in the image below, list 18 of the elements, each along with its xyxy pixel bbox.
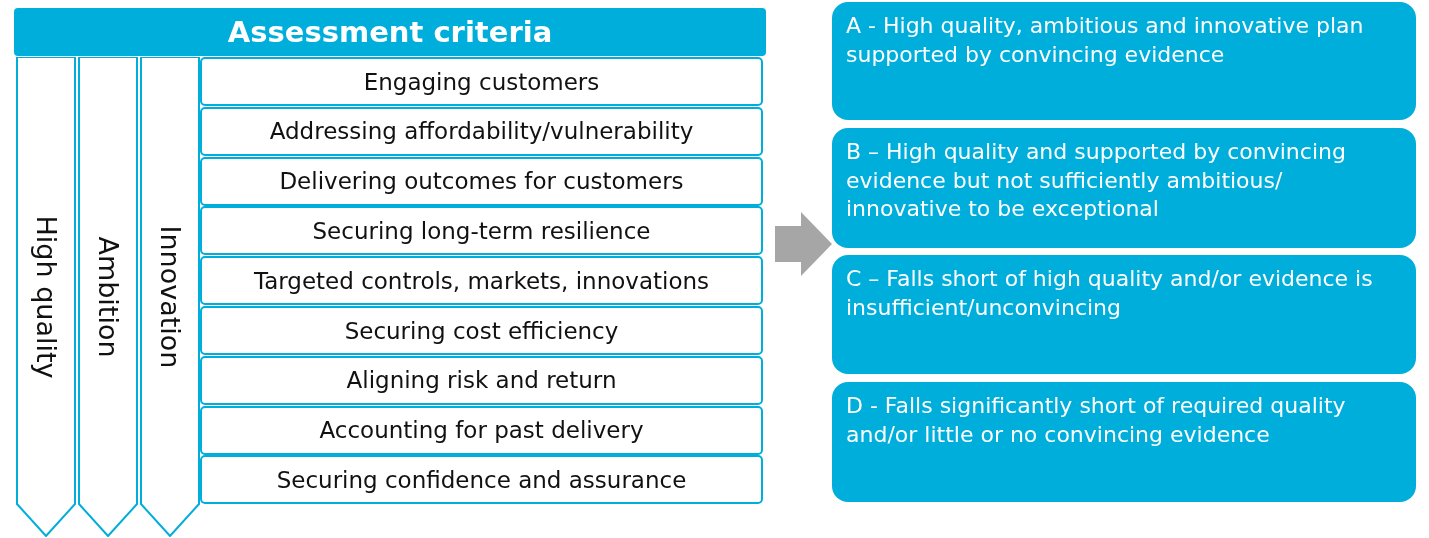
criterion-row: Aligning risk and return xyxy=(200,355,763,405)
rating-box: B – High quality and supported by convincing evidence but not sufficiently ambitious/ innovative to be exceptional xyxy=(832,128,1416,248)
pennant-label: Innovation xyxy=(154,225,186,369)
criterion-row: Addressing affordability/vulnerability xyxy=(200,106,763,156)
pennant-label: Ambition xyxy=(92,236,124,358)
header-bar: Assessment criteria xyxy=(14,8,766,56)
criterion-row: Accounting for past delivery xyxy=(200,405,763,455)
criterion-row: Delivering outcomes for customers xyxy=(200,156,763,206)
rating-box: C – Falls short of high quality and/or evidence is insufficient/unconvincing xyxy=(832,255,1416,374)
criterion-row: Securing confidence and assurance xyxy=(200,455,763,505)
pennant-label: High quality xyxy=(30,215,62,379)
rating-box: A - High quality, ambitious and innovative plan supported by convincing evidence xyxy=(832,2,1416,120)
criterion-row: Engaging customers xyxy=(200,57,763,106)
criterion-row: Securing long-term resilience xyxy=(200,206,763,256)
rating-box: D - Falls significantly short of required quality and/or little or no convincing evidence xyxy=(832,382,1416,502)
criterion-row: Securing cost efficiency xyxy=(200,306,763,355)
block-arrow xyxy=(775,212,832,276)
criterion-row: Targeted controls, markets, innovations xyxy=(200,256,763,306)
